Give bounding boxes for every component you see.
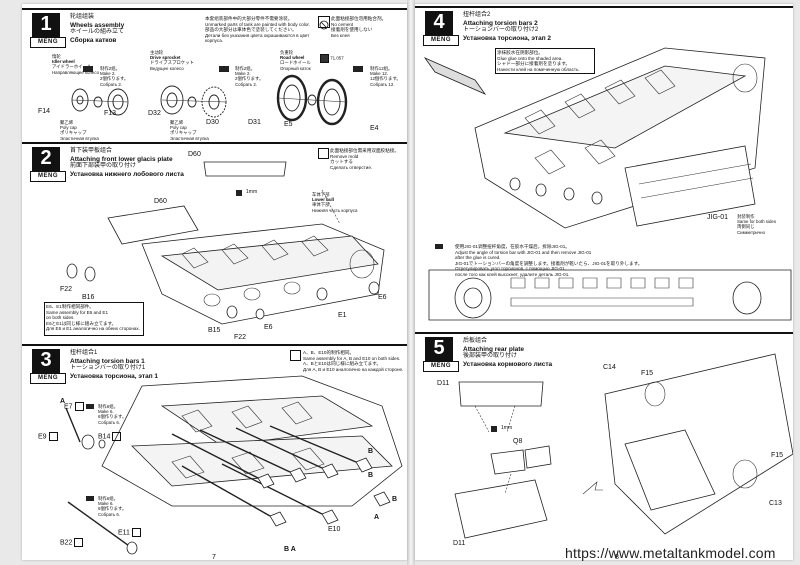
- part-label: E10: [328, 526, 341, 533]
- step-number: 2: [32, 147, 60, 171]
- part-label: F15: [641, 370, 654, 377]
- left-page: 1 MENG 轮组组装 Wheels assembly ホイールの組み立て Сб…: [22, 4, 407, 561]
- part-label: B: [392, 496, 398, 503]
- brand-logo: MENG: [30, 171, 66, 182]
- page-number: 8: [615, 554, 619, 561]
- part-label: D11: [453, 540, 466, 547]
- make-note: 制作6组。Make 6. 6個作ります。Собрать 6.: [98, 496, 127, 517]
- paint-note: 本套组装部件中的大部分零件不需要涂装。Unmarked parts of tan…: [205, 16, 310, 44]
- part-label: B A: [284, 546, 296, 553]
- step-number: 4: [425, 11, 453, 35]
- step-number: 3: [32, 349, 60, 373]
- part-label: A: [60, 398, 66, 405]
- brand-logo: MENG: [423, 35, 459, 46]
- part-label: E11: [118, 528, 141, 537]
- part-label: D11: [437, 380, 450, 387]
- part-label: B16: [82, 294, 95, 301]
- hull-drawing: [22, 144, 407, 342]
- step-title: 后板组合 Attaching rear plate 後部装甲の取り付け Уста…: [463, 338, 553, 368]
- part-label: B14: [98, 432, 122, 441]
- brand-logo: MENG: [423, 361, 459, 372]
- torsion-drawing: [22, 346, 407, 560]
- part-label: B15: [208, 327, 221, 334]
- part-label: E7: [64, 402, 84, 411]
- same-assembly-note: A、B、E10的制作相同。Same assembly for A, B and …: [303, 350, 404, 372]
- paint-code: 71.057: [318, 54, 344, 63]
- part-label: C13: [769, 500, 782, 507]
- cut-icon: [318, 148, 329, 159]
- step-4: 4 MENG 扭杆组合2 Attaching torsion bars 2 トー…: [415, 6, 793, 326]
- part-label: Q8: [513, 438, 523, 445]
- same-assembly-note: E6、E1制作相同部件。Same assembly for E6 and E1 …: [44, 302, 144, 336]
- brand-logo: MENG: [30, 373, 66, 384]
- part-label: E5: [284, 121, 293, 128]
- part-label: B22: [60, 538, 84, 547]
- step-5: 5 MENG 后板组合 Attaching rear plate 後部装甲の取り…: [415, 332, 793, 562]
- part-label: E9: [38, 432, 58, 441]
- part-label: D60: [188, 151, 201, 158]
- part-label: A: [374, 514, 380, 521]
- make-note: 制作6组。Make 6. 6個作ります。Собрать 6.: [98, 404, 127, 425]
- part-label: E1: [338, 312, 347, 319]
- step-2: 2 MENG 首下装甲板组合 Attaching front lower gla…: [22, 142, 407, 342]
- part-label: F22: [60, 286, 73, 293]
- page-number: 7: [212, 554, 216, 561]
- part-label: F15: [771, 452, 784, 459]
- step-title: 首下装甲板组合 Attaching front lower glacis pla…: [70, 148, 184, 178]
- part-label: D31: [248, 119, 261, 126]
- brand-logo: MENG: [30, 37, 66, 48]
- make-note: 制作12组。Make 12. 12個作ります。Собрать 12.: [370, 66, 401, 87]
- part-label: E6: [264, 324, 273, 331]
- step-number: 1: [32, 13, 60, 37]
- part-label: B: [368, 472, 374, 479]
- torsion-jig-drawing: [415, 8, 793, 326]
- step-title: 扭杆组合1 Attaching torsion bars 1 トーションバーの取…: [70, 350, 159, 380]
- part-label: F14: [38, 108, 51, 115]
- glue-note: 涂抹胶水在阴影部位。Glue glue onto the shaded area…: [495, 48, 595, 74]
- cut-size: 1mm: [246, 189, 258, 195]
- rear-plate-drawing: [415, 334, 793, 562]
- step-3: 3 MENG 扭杆组合1 Attaching torsion bars 1 トー…: [22, 344, 407, 560]
- part-label: D32: [148, 110, 161, 117]
- no-cement-icon: [318, 16, 330, 30]
- part-label: B: [368, 448, 374, 455]
- book-spine: [407, 0, 415, 565]
- part-label: C14: [603, 364, 616, 371]
- step-1: 1 MENG 轮组组装 Wheels assembly ホイールの組み立て Сб…: [22, 8, 407, 141]
- step-number: 5: [425, 337, 453, 361]
- website-watermark: https://www.metaltankmodel.com: [565, 545, 776, 561]
- jig-label: JIG-01: [707, 214, 729, 221]
- part-label: D60: [154, 198, 167, 205]
- part-label: F13: [104, 110, 117, 117]
- part-label: E6: [378, 294, 387, 301]
- cut-size: 1mm: [501, 425, 513, 431]
- part-label: D30: [206, 119, 219, 126]
- make-note: 制作2组。Make 2. 2個作ります。Собрать 2.: [100, 66, 129, 87]
- jig-instruction: 使用JIG-01调整扭杆角度，在胶水干燥后，拆除JIG-01。Adjust th…: [455, 244, 643, 277]
- same-icon: [290, 350, 301, 361]
- chevron-icon: [83, 66, 93, 72]
- part-label: E4: [370, 125, 379, 132]
- make-note: 制作2组。Make 2. 2個作ります。Собрать 2.: [235, 66, 264, 87]
- part-label: F22: [234, 334, 247, 341]
- right-page: 4 MENG 扭杆组合2 Attaching torsion bars 2 トー…: [415, 4, 793, 562]
- step-title: 轮组组装 Wheels assembly ホイールの組み立て Сборка ка…: [70, 14, 125, 44]
- step-title: 扭杆组合2 Attaching torsion bars 2 トーションバーの取…: [463, 12, 552, 42]
- wheel-drawing: [22, 66, 363, 140]
